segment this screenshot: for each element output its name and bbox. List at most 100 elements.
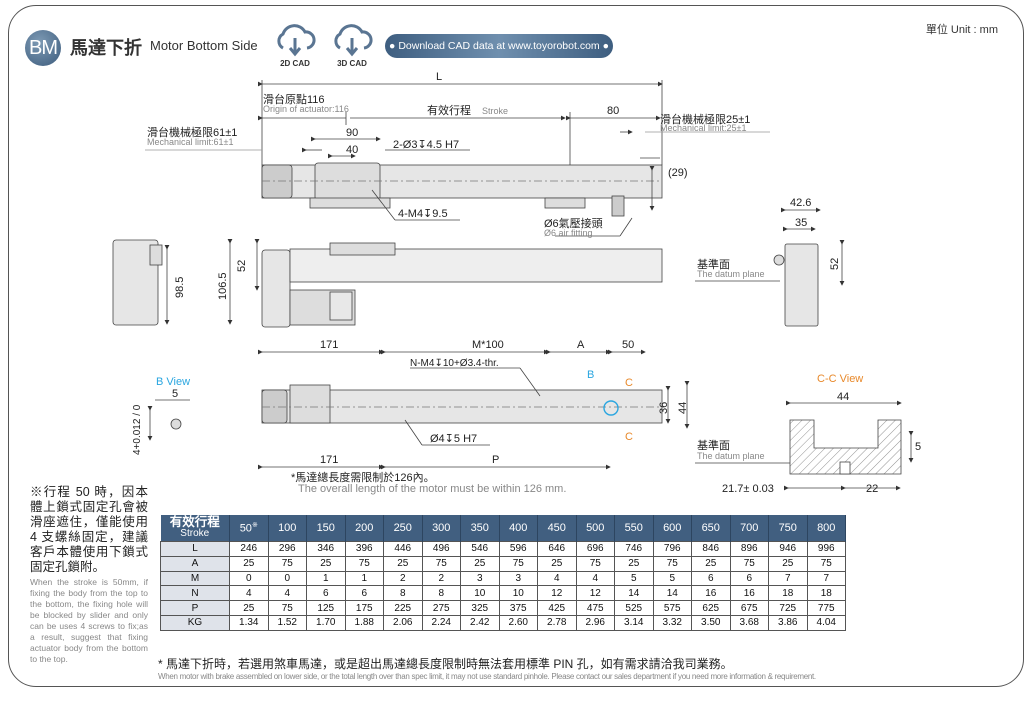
table-cell: 346: [306, 541, 346, 557]
table-cell: 16: [729, 585, 769, 602]
stroke-col-header: 400: [499, 515, 538, 542]
table-cell: 325: [460, 600, 500, 616]
origin-label-cn: 滑台原點116: [263, 92, 325, 106]
table-cell: 6: [691, 570, 731, 587]
table-cell: 625: [691, 600, 731, 616]
table-cell: 75: [344, 555, 384, 572]
stroke-col-header: 500: [576, 515, 615, 542]
dim-P: P: [492, 454, 499, 466]
stroke-value: 300: [432, 522, 451, 534]
datum-en-end: The datum plane: [697, 269, 765, 279]
table-cell: 18: [768, 585, 808, 602]
table-cell: 75: [421, 555, 461, 572]
row-label: P: [160, 600, 230, 616]
table-cell: 4: [537, 570, 577, 587]
table-cell: 596: [498, 541, 538, 557]
table-cell: 1.34: [229, 614, 269, 631]
unit-label: 單位 Unit : mm: [925, 24, 998, 36]
table-cell: 0: [229, 570, 269, 587]
stroke-value: 750: [778, 522, 797, 534]
table-cell: 25: [614, 555, 654, 572]
mech-limit-right-en: Mechanical limit:25±1: [660, 123, 746, 133]
table-cell: 1: [344, 570, 384, 587]
stroke-col-header: 700: [730, 515, 769, 542]
table-cell: 2.96: [575, 614, 615, 631]
datum-cn-end: 基準面: [697, 257, 730, 271]
stroke-50-note-cn: ※行程 50 時，因本體上鎖式固定孔會被滑座遮住，僅能使用 4 支螺絲固定，建議…: [30, 485, 148, 574]
stroke-value: 550: [624, 522, 643, 534]
table-cell: 4.04: [806, 614, 846, 631]
cad-2d-label: 2D CAD: [280, 59, 310, 68]
stroke-value: 150: [316, 522, 335, 534]
stroke-value: 700: [740, 522, 759, 534]
dim-90: 90: [346, 127, 358, 139]
table-cell: 946: [768, 541, 808, 557]
stroke-value: 500: [586, 522, 605, 534]
table-cell: 996: [806, 541, 846, 557]
table-cell: 446: [383, 541, 423, 557]
dim-171-top: 171: [320, 339, 338, 351]
mech-limit-left-cn: 滑台機械極限61±1: [147, 125, 237, 139]
table-cell: 14: [614, 585, 654, 602]
stroke-col-header: 350: [460, 515, 500, 542]
table-cell: 10: [498, 585, 538, 602]
motor-note-en: The overall length of the motor must be …: [298, 483, 566, 495]
table-cell: 2: [421, 570, 461, 587]
page-frame: [8, 5, 1024, 687]
mech-limit-right-cn: 滑台機械極限25±1: [660, 112, 750, 126]
table-cell: 275: [421, 600, 461, 616]
table-cell: 3: [460, 570, 500, 587]
stroke-col-header: 550: [614, 515, 654, 542]
table-cell: 725: [768, 600, 808, 616]
stroke-header-cn: 有效行程: [169, 515, 220, 529]
table-cell: 25: [460, 555, 500, 572]
table-cell: 1.52: [267, 614, 307, 631]
table-cell: 6: [306, 585, 346, 602]
dim-171-bottom: 171: [320, 454, 338, 466]
technical-drawing: L 滑台原點116 Origin of actuator:116 有效行程 St…: [112, 71, 921, 495]
dim-52-front: 52: [236, 260, 248, 272]
stroke-label-en: Stroke: [482, 106, 508, 116]
origin-label-en: Origin of actuator:116: [263, 104, 349, 114]
row-label: A: [160, 555, 230, 572]
table-cell: 4: [267, 585, 307, 602]
dim-52-end: 52: [829, 258, 841, 270]
side-view-labels: L 滑台原點116 Origin of actuator:116 有效行程 St…: [147, 71, 750, 238]
table-cell: 5: [614, 570, 654, 587]
table-cell: 7: [768, 570, 808, 587]
table-cell: 425: [537, 600, 577, 616]
table-cell: 746: [614, 541, 654, 557]
table-cell: 3.14: [614, 614, 654, 631]
dim-29: (29): [668, 167, 688, 179]
table-cell: 3.86: [768, 614, 808, 631]
table-cell: 496: [421, 541, 461, 557]
datum-cn-cc: 基準面: [697, 438, 730, 452]
table-cell: 25: [537, 555, 577, 572]
table-cell: 2.42: [460, 614, 500, 631]
cad-3d-button[interactable]: 3D CAD: [328, 22, 376, 68]
label-C-top: C: [625, 377, 633, 389]
table-cell: 396: [344, 541, 384, 557]
dim-m100: M*100: [472, 339, 504, 351]
table-cell: 475: [575, 600, 615, 616]
b-view-tolerance: 4+0.012 / 0: [132, 404, 143, 455]
table-cell: 75: [729, 555, 769, 572]
table-cell: 75: [498, 555, 538, 572]
stroke-value: 400: [509, 522, 528, 534]
page-title-cn: 馬達下折: [70, 38, 142, 58]
mech-limit-left-en: Mechanical limit:61±1: [147, 137, 233, 147]
table-cell: 525: [614, 600, 654, 616]
dim-42-6: 42.6: [790, 197, 811, 209]
download-cad-link[interactable]: ● Download CAD data at www.toyorobot.com…: [385, 34, 613, 58]
cad-2d-button[interactable]: 2D CAD: [271, 22, 319, 68]
table-cell: 8: [421, 585, 461, 602]
table-cell: 75: [652, 555, 692, 572]
table-cell: 0: [267, 570, 307, 587]
label-C-bottom: C: [625, 431, 633, 443]
